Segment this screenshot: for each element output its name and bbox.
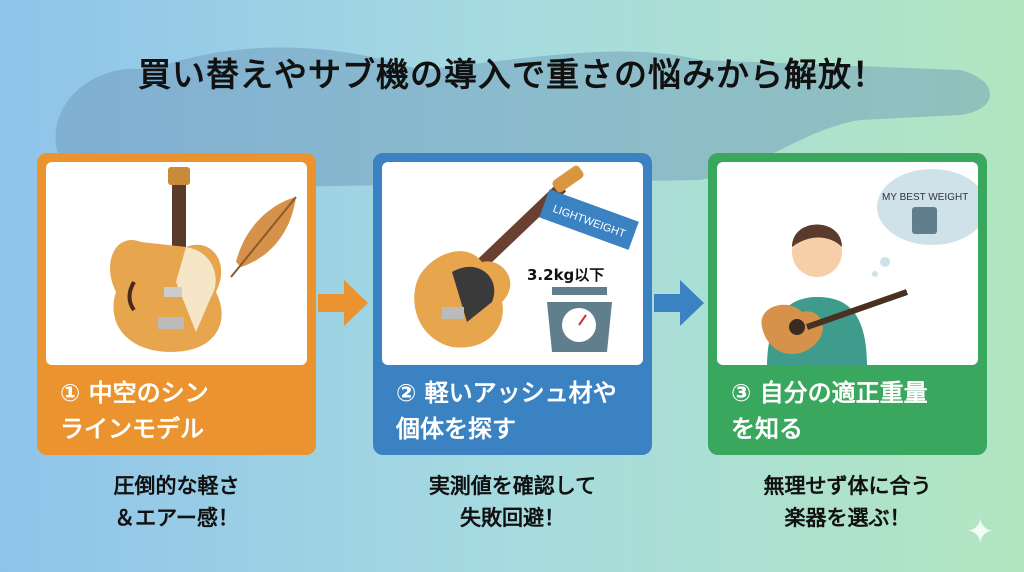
card-label-line2: ラインモデル xyxy=(60,415,204,443)
caption-ash-body: 実測値を確認して失敗回避！ xyxy=(373,470,652,534)
card-label-line1: ① 中空のシン xyxy=(60,379,209,407)
card-best-weight: MY BEST WEIGHT ③ 自分の適正重量を知る xyxy=(708,153,987,455)
caption-best-weight: 無理せず体に合う楽器を選ぶ！ xyxy=(708,470,987,534)
page-title: 買い替えやサブ機の導入で重さの悩みから解放！ xyxy=(138,55,886,94)
caption-line2: ＆エアー感！ xyxy=(114,506,239,530)
caption-line2: 失敗回避！ xyxy=(460,506,565,530)
telecaster-icon: LIGHTWEIGHT 3.2kg以下 xyxy=(414,165,639,352)
person-illustration: MY BEST WEIGHT xyxy=(717,162,978,365)
card-label-line2: 個体を探す xyxy=(396,415,516,443)
card-label-line2: を知る xyxy=(731,415,803,443)
thinline-illustration xyxy=(46,162,307,365)
ash-guitar-illustration: LIGHTWEIGHT 3.2kg以下 xyxy=(382,162,643,365)
card-label-line1: ② 軽いアッシュ材や xyxy=(396,379,617,407)
best-weight-bubble: MY BEST WEIGHT xyxy=(882,192,968,203)
card-thinline: ① 中空のシンラインモデル xyxy=(37,153,316,455)
caption-line1: 圧倒的な軽さ xyxy=(113,474,240,498)
caption-line2: 楽器を選ぶ！ xyxy=(784,506,911,530)
caption-thinline: 圧倒的な軽さ ＆エアー感！ xyxy=(37,470,316,534)
sparkle-icon: ✦ xyxy=(966,512,995,552)
arrow-right-icon xyxy=(318,280,368,326)
card-ash-body: LIGHTWEIGHT 3.2kg以下 ② 軽いアッシュ材や個体を探す xyxy=(373,153,652,455)
arrow-right-icon xyxy=(654,280,704,326)
hollow-guitar-icon xyxy=(110,167,297,352)
weight-label: 3.2kg以下 xyxy=(527,266,604,284)
caption-line1: 無理せず体に合う xyxy=(763,474,932,498)
caption-line1: 実測値を確認して xyxy=(428,474,597,498)
card-label-line1: ③ 自分の適正重量 xyxy=(731,379,928,407)
person-with-guitar-icon: MY BEST WEIGHT xyxy=(761,169,978,365)
